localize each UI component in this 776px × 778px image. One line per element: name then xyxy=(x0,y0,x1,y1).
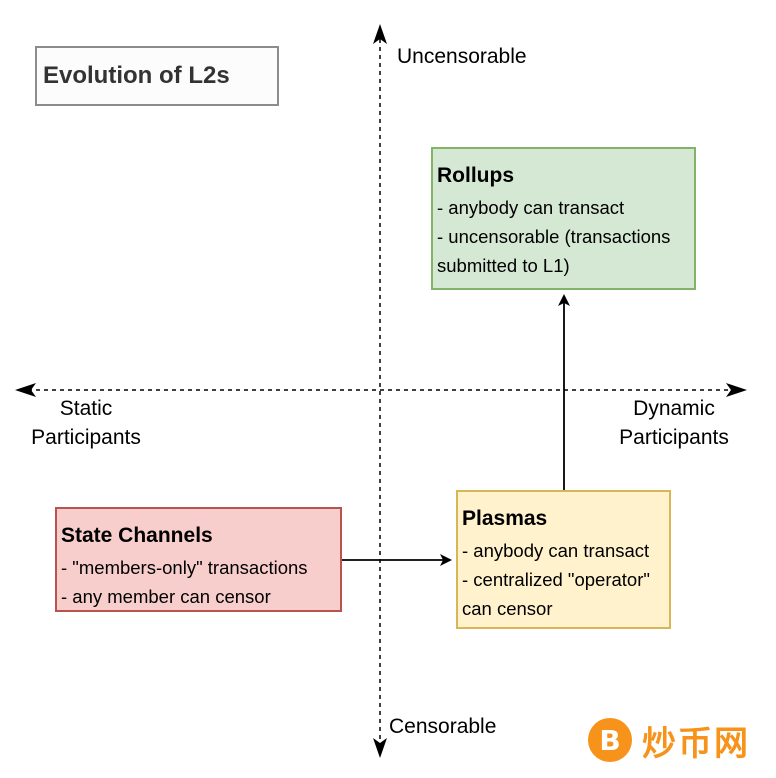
axis-label-bottom: Censorable xyxy=(389,715,497,738)
rollups-line: submitted to L1) xyxy=(437,255,570,276)
axis-arrow-bottom-icon xyxy=(373,738,387,758)
plasmas-title: Plasmas xyxy=(462,507,548,530)
axis-arrow-left-icon xyxy=(15,383,36,397)
state-channels-title: State Channels xyxy=(61,524,213,547)
diagram-title: Evolution of L2s xyxy=(35,46,279,106)
bitcoin-coin-icon: B xyxy=(588,718,632,762)
plasmas-box: Plasmas - anybody can transact - central… xyxy=(456,490,671,629)
state-channels-line: - "members-only" transactions xyxy=(61,557,308,578)
plasmas-line: - centralized "operator" xyxy=(462,569,650,590)
state-channels-line: - any member can censor xyxy=(61,586,271,607)
axis-arrow-top-icon xyxy=(373,24,387,44)
state-channels-box: State Channels - "members-only" transact… xyxy=(55,507,342,612)
plasmas-line: - anybody can transact xyxy=(462,540,650,561)
rollups-title: Rollups xyxy=(437,164,514,187)
axis-label-right: Dynamic Participants xyxy=(604,394,744,452)
plasmas-line: can censor xyxy=(462,598,553,619)
watermark-text: 炒币网 xyxy=(642,723,750,764)
rollups-line: - uncensorable (transactions xyxy=(437,226,671,247)
axis-arrow-right-icon xyxy=(726,383,747,397)
watermark: B 炒币网 xyxy=(588,716,750,764)
axis-label-left: Static Participants xyxy=(20,394,152,452)
axis-label-left-line: Static xyxy=(59,397,113,420)
rollups-line: - anybody can transact xyxy=(437,197,625,218)
axis-label-right-line: Dynamic xyxy=(633,397,715,420)
axis-label-top: Uncensorable xyxy=(397,45,527,68)
axis-label-right-line: Participants xyxy=(619,426,729,449)
axis-label-left-line: Participants xyxy=(31,426,141,449)
rollups-box: Rollups - anybody can transact - uncenso… xyxy=(431,147,696,290)
